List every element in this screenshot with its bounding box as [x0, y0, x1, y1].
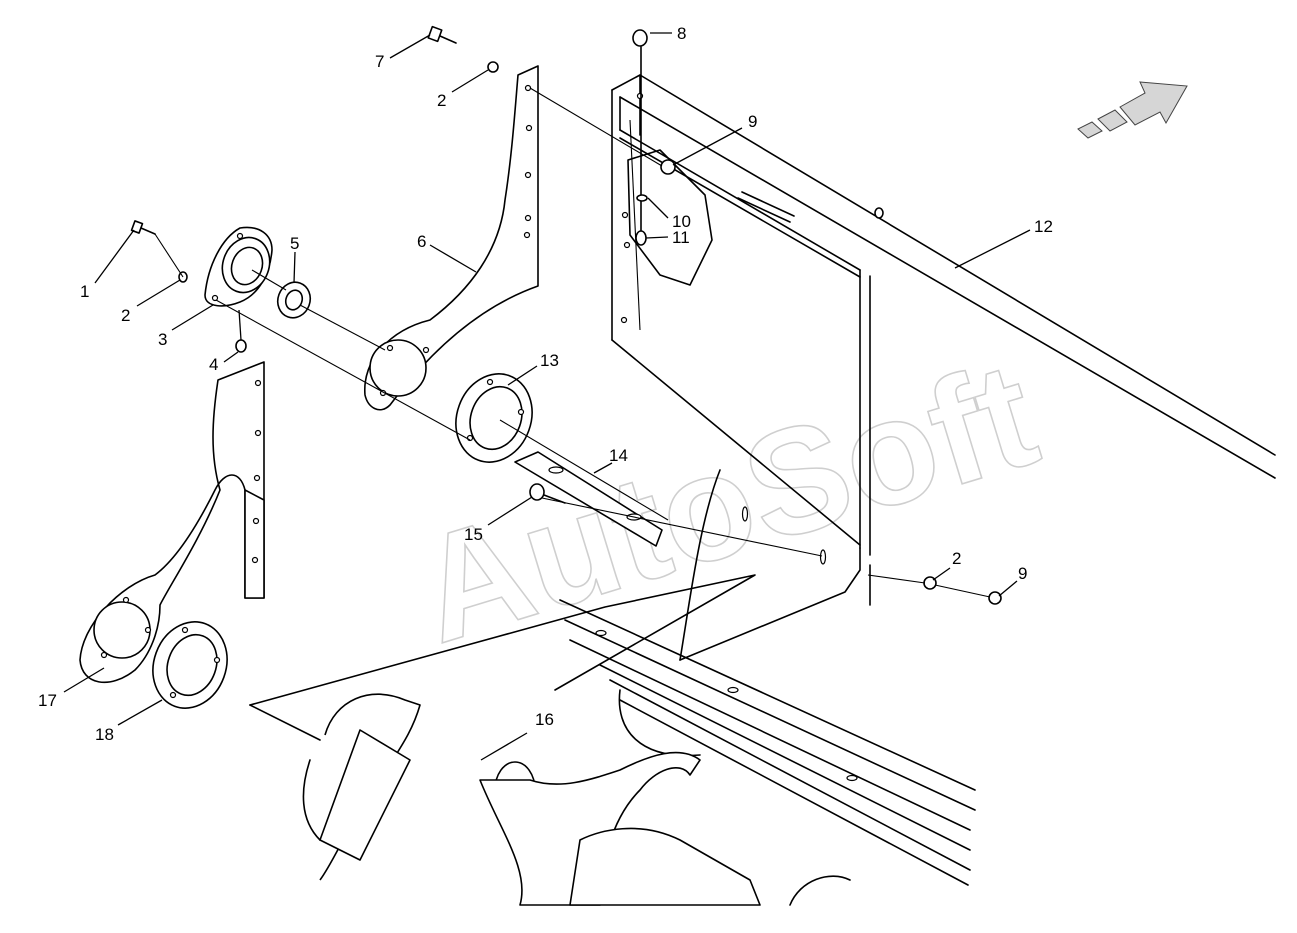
callout-2-right: 2	[952, 549, 961, 568]
forward-arrow-icon	[1077, 81, 1188, 139]
callout-1: 1	[80, 282, 89, 301]
washer-part-10	[636, 194, 648, 202]
flange-ring-part-18	[152, 621, 228, 709]
callout-14: 14	[609, 446, 628, 465]
leader-lines	[63, 32, 1031, 761]
callout-3: 3	[158, 330, 167, 349]
callout-11: 11	[672, 228, 690, 247]
callout-7: 7	[375, 52, 384, 71]
header-frame-part-12	[611, 74, 1276, 556]
callout-labels: 1 2 3 4 5 6 7 2 8 9 10 11 12 13 14 15 16…	[38, 24, 1053, 744]
washer-part-2-top	[487, 61, 499, 73]
flange-ring-part-13	[455, 373, 533, 463]
bearing-part-5	[276, 281, 312, 319]
callout-13: 13	[540, 351, 559, 370]
side-plate-part-6	[364, 65, 539, 411]
side-plate-part-17	[79, 361, 265, 684]
callout-16: 16	[535, 710, 554, 729]
callout-15: 15	[464, 525, 483, 544]
callout-10: 10	[672, 212, 691, 231]
bolt-part-7	[427, 25, 457, 44]
nut-part-9-top	[660, 159, 676, 175]
nut-part-9-right	[988, 591, 1002, 605]
callout-6: 6	[417, 232, 426, 251]
bearing-housing-part-3	[204, 226, 273, 307]
callout-12: 12	[1034, 217, 1053, 236]
callout-18: 18	[95, 725, 114, 744]
callout-17: 17	[38, 691, 57, 710]
callout-9-right: 9	[1018, 564, 1027, 583]
callout-8: 8	[677, 24, 686, 43]
callout-9-top: 9	[748, 112, 757, 131]
callout-5: 5	[290, 234, 299, 253]
callout-2-left: 2	[121, 306, 130, 325]
eyebolt-part-8	[632, 29, 648, 241]
nut-part-11	[635, 230, 647, 246]
assembly-axis-lines	[154, 87, 991, 598]
auger-part-16	[249, 574, 851, 906]
callout-2-top: 2	[437, 91, 446, 110]
nut-part-4	[235, 339, 247, 353]
bolt-part-1	[130, 220, 156, 235]
callout-4: 4	[209, 355, 218, 374]
auger-trough	[559, 469, 976, 886]
